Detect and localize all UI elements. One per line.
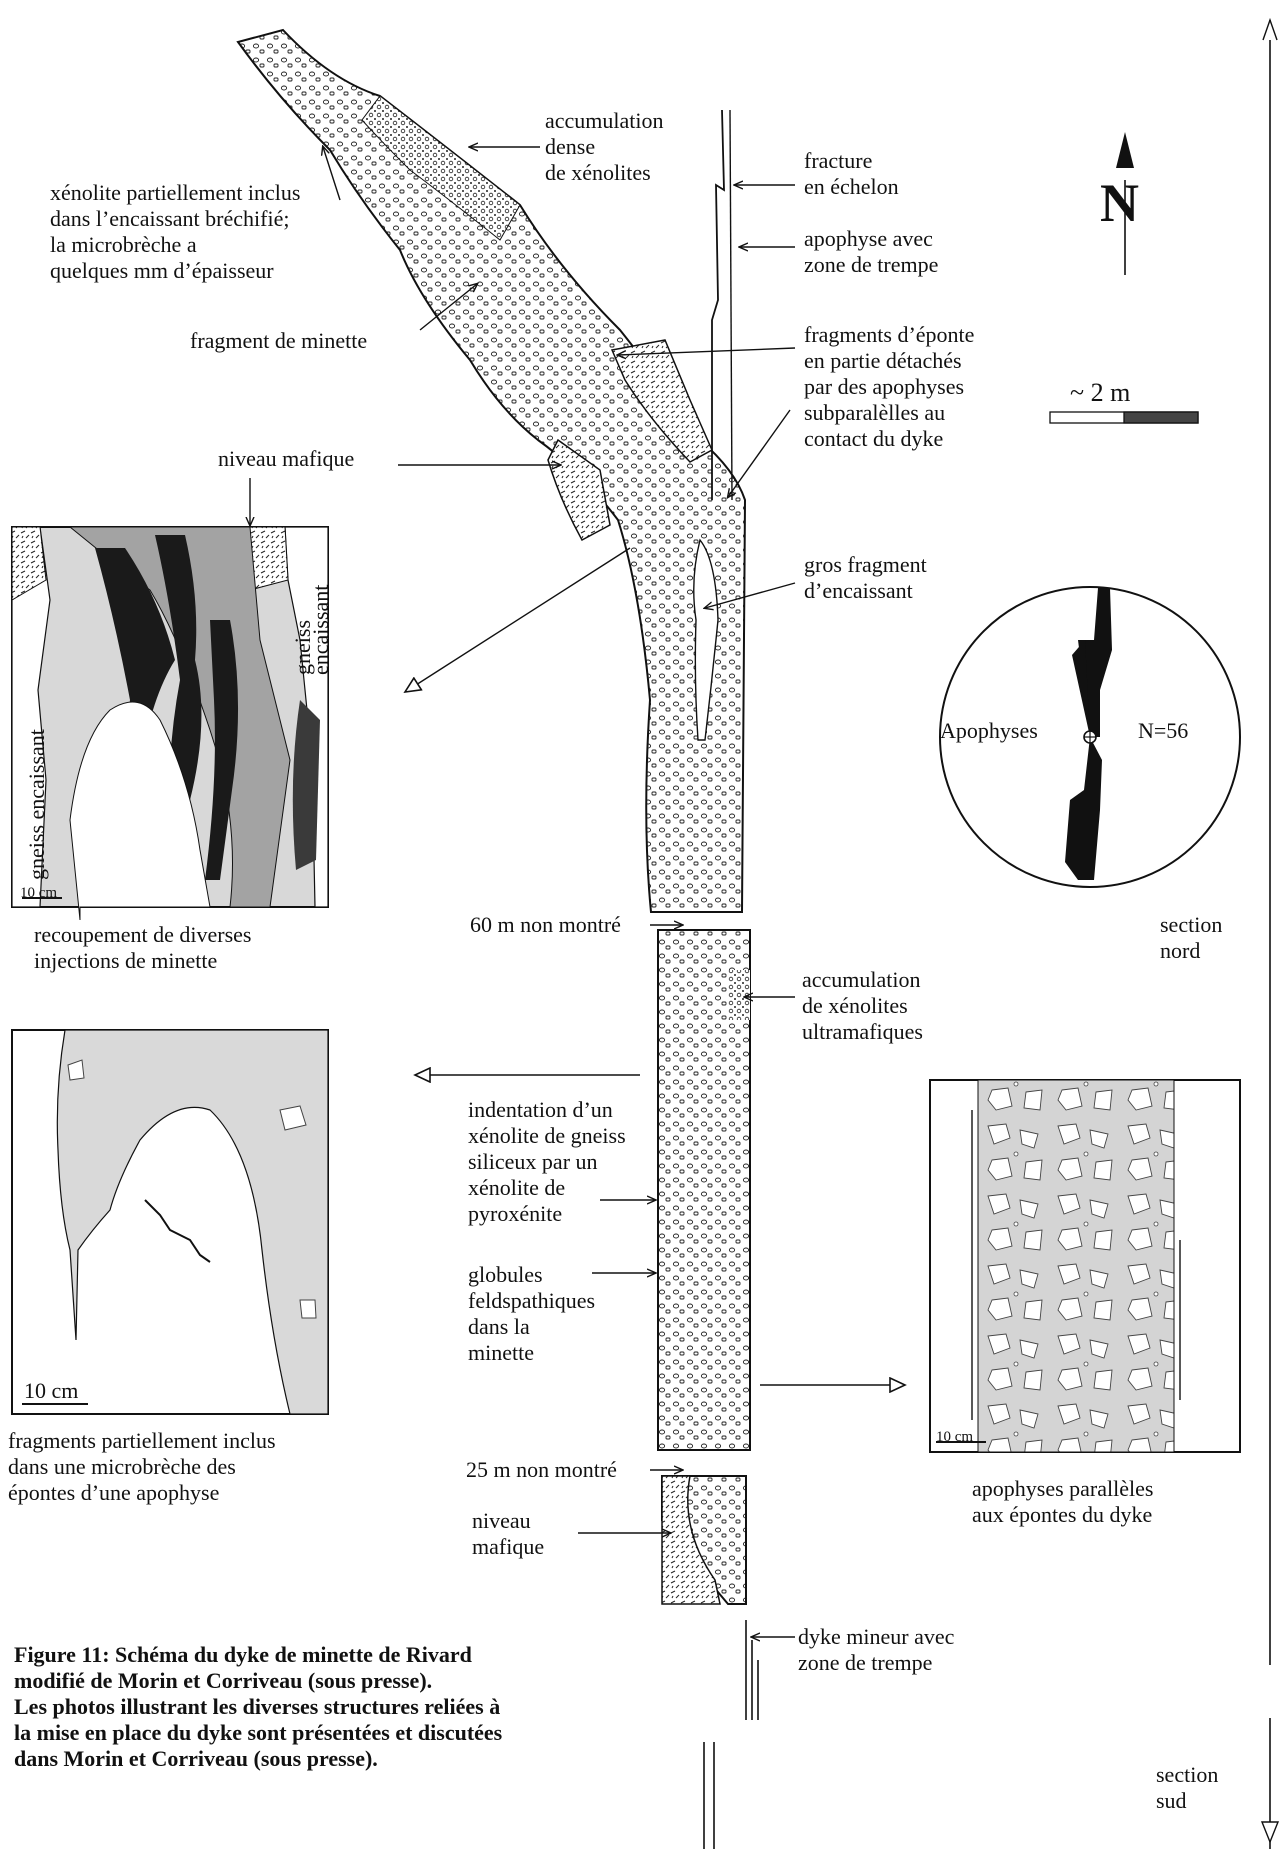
inset-right-scale-label: 10 cm xyxy=(936,1424,973,1450)
inset-right-grey-band xyxy=(978,1080,1174,1452)
figure-caption: Figure 11: Schéma du dyke de minette de … xyxy=(14,1642,502,1772)
label-fracture: fracture en échelon xyxy=(804,148,899,200)
minor-dyke xyxy=(746,1620,758,1720)
scale-bar-label: ~ 2 m xyxy=(1070,380,1130,406)
label-section-nord: section nord xyxy=(1160,912,1222,964)
rose-label: Apophyses xyxy=(940,718,1038,744)
label-indentation: indentation d’un xénolite de gneiss sili… xyxy=(468,1097,626,1227)
dyke-bottom-stub xyxy=(704,1742,714,1849)
inset-middle-caption: fragments partiellement inclus dans une … xyxy=(8,1428,276,1506)
label-accumulation-dense: accumulation dense de xénolites xyxy=(545,108,664,186)
inset-right xyxy=(930,1080,1240,1452)
ultramafic-accumulation xyxy=(728,970,750,1020)
inset-middle-fragment-3 xyxy=(300,1300,316,1318)
label-gros-fragment: gros fragment d’encaissant xyxy=(804,552,927,604)
label-xenolite-inclus: xénolite partiellement inclus dans l’enc… xyxy=(50,180,300,284)
inset-top-scale-label: 10 cm xyxy=(20,880,57,906)
label-fragment-minette: fragment de minette xyxy=(190,328,367,354)
inset-top-gneiss-right-label-2: encaissant xyxy=(308,585,334,675)
rose-count: N=56 xyxy=(1138,718,1188,744)
echelon-fracture xyxy=(712,110,724,500)
inset-top-gneiss-left-label: gneiss encaissant xyxy=(24,729,50,880)
label-niveau-mafique-bottom: niveau mafique xyxy=(472,1508,544,1560)
label-apophyse-trempe: apophyse avec zone de trempe xyxy=(804,226,938,278)
label-section-sud: section sud xyxy=(1156,1762,1218,1814)
label-sixty-m: 60 m non montré xyxy=(470,912,621,938)
arrow-to-inset-top xyxy=(405,548,630,692)
inset-top-dark-right xyxy=(293,700,320,870)
inset-middle xyxy=(12,1030,328,1414)
apophysis-chill-zone xyxy=(730,110,732,500)
inset-middle-scale-label: 10 cm xyxy=(24,1378,78,1404)
inset-top xyxy=(12,527,328,920)
label-accumulation-ultramafique: accumulation de xénolites ultramafiques xyxy=(802,967,923,1045)
label-dyke-mineur: dyke mineur avec zone de trempe xyxy=(798,1624,954,1676)
label-niveau-mafique-top: niveau mafique xyxy=(218,446,354,472)
inset-top-caption: recoupement de diverses injections de mi… xyxy=(34,922,251,974)
arrow-fragments-eponte-2 xyxy=(728,410,790,497)
inset-right-caption: apophyses parallèles aux épontes du dyke xyxy=(972,1476,1153,1528)
label-twentyfive-m: 25 m non montré xyxy=(466,1457,617,1483)
section-axis xyxy=(1262,20,1278,1849)
north-label: N xyxy=(1100,175,1139,231)
scale-bar-2m xyxy=(1050,412,1198,423)
label-globules: globules feldspathiques dans la minette xyxy=(468,1262,595,1366)
label-fragments-eponte: fragments d’éponte en partie détachés pa… xyxy=(804,322,974,452)
